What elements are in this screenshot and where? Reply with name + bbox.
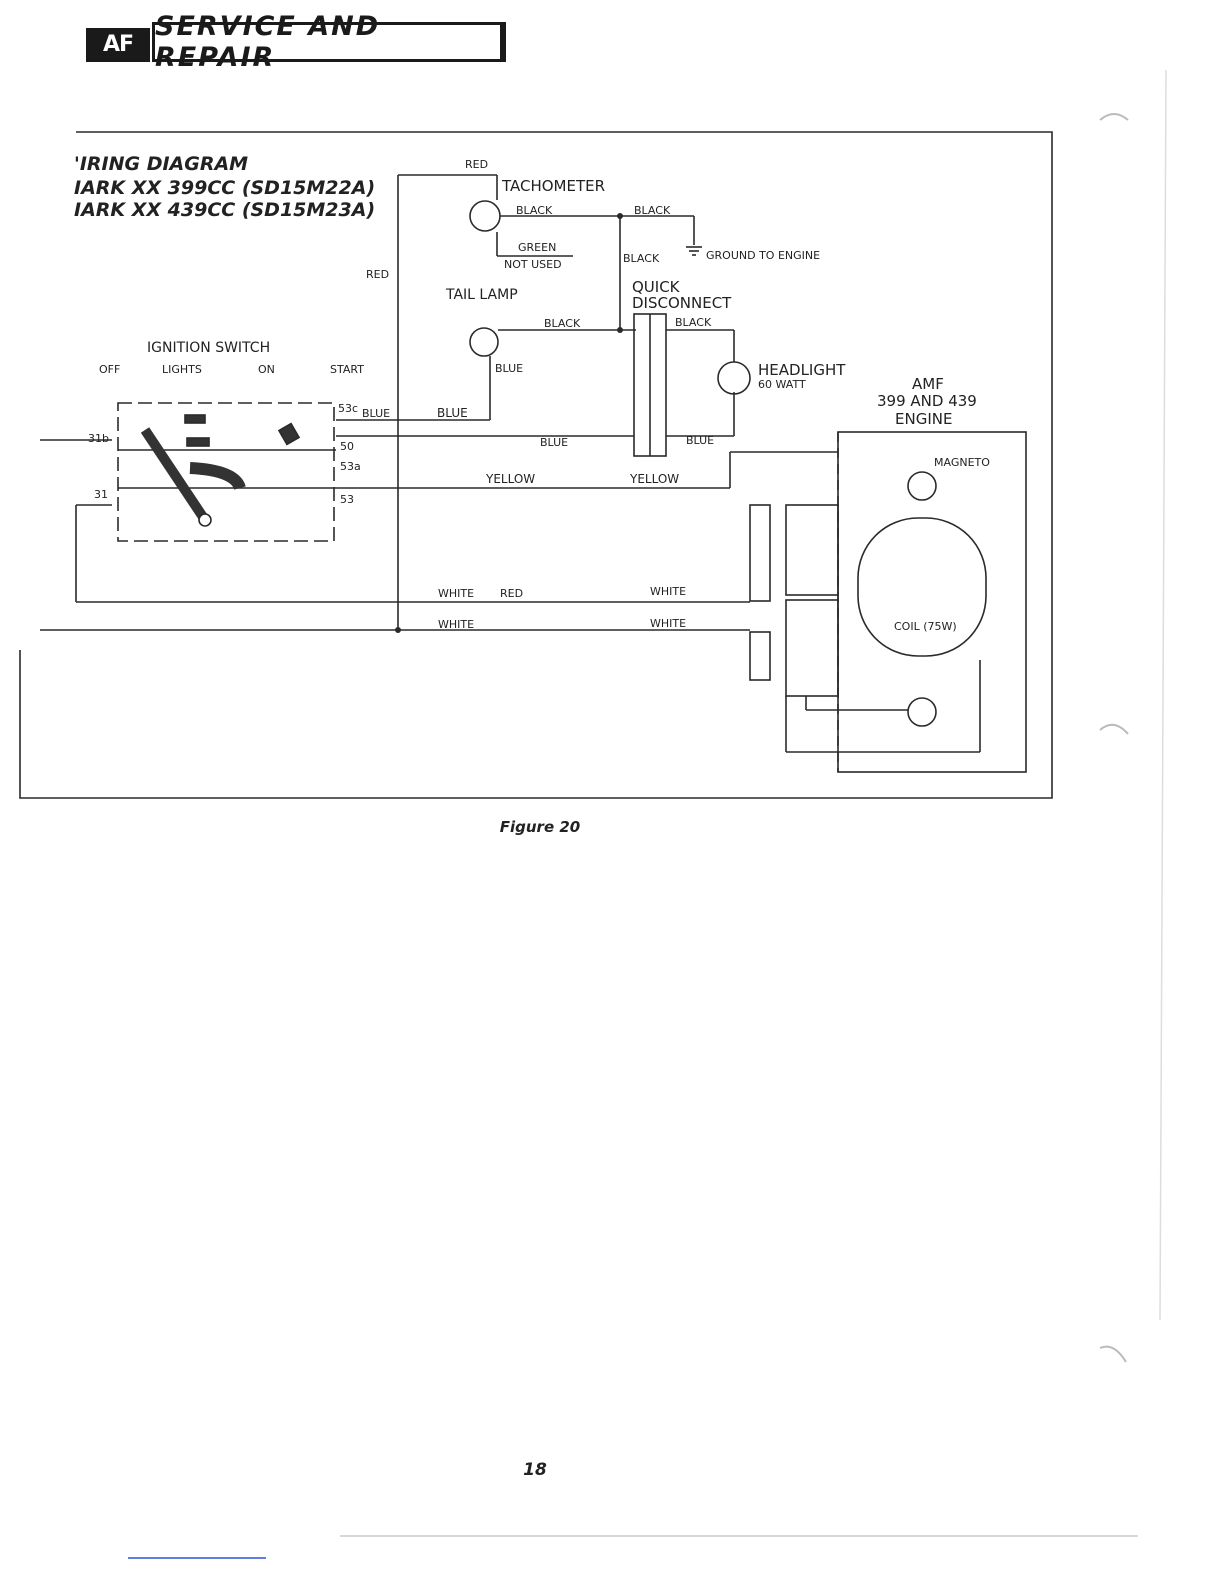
terminal-31: 31 (94, 488, 108, 501)
amf-logo: AF (86, 28, 150, 62)
label-engine-1: AMF (912, 375, 944, 393)
magneto-symbol (857, 517, 987, 657)
wire-label-red-top: RED (465, 158, 488, 171)
wire-label-blue-mid: BLUE (437, 406, 468, 420)
wire-label-black-tach: BLACK (516, 204, 553, 217)
binder-hole-top (1099, 113, 1129, 121)
label-ignition-switch: IGNITION SWITCH (147, 340, 270, 356)
label-tail-lamp: TAIL LAMP (445, 287, 518, 303)
terminal-31b: 31b (88, 432, 109, 445)
figure-caption: Figure 20 (499, 818, 581, 836)
terminal-53c: 53c (338, 402, 358, 415)
switch-pos-start: START (330, 363, 364, 376)
page-number: 18 (523, 1460, 547, 1480)
label-disconnect: DISCONNECT (632, 294, 732, 312)
terminal-50: 50 (340, 440, 354, 453)
terminal-53: 53 (340, 493, 354, 506)
wire-label-black-tail: BLACK (544, 317, 581, 330)
diagram-title-2: IARK XX 399CC (SD15M22A) (74, 177, 375, 199)
wire-label-yellow-1: YELLOW (485, 472, 535, 486)
binder-hole-bottom (1099, 1345, 1127, 1363)
label-ground-to-engine: GROUND TO ENGINE (706, 249, 820, 262)
wire-label-red-side: RED (366, 268, 389, 281)
wire-label-green: GREEN (518, 241, 556, 254)
wire-label-yellow-2: YELLOW (629, 472, 679, 486)
wire-label-blue-tail: BLUE (495, 362, 523, 375)
wire-label-blue-right: BLUE (686, 434, 714, 447)
headlight-symbol (717, 361, 751, 395)
label-tachometer: TACHOMETER (501, 177, 605, 195)
diagram-frame (19, 131, 1053, 799)
label-magneto: MAGNETO (934, 456, 990, 469)
label-coil: COIL (75W) (894, 620, 957, 633)
wire-label-black-vert: BLACK (623, 252, 660, 265)
wire-label-black-head: BLACK (675, 316, 712, 329)
label-engine-2: 399 AND 439 (877, 392, 977, 410)
switch-pos-on: ON (258, 363, 275, 376)
tachometer-symbol (469, 200, 501, 232)
wire-label-white-1: WHITE (650, 585, 686, 598)
label-headlight: HEADLIGHT (758, 361, 846, 379)
ignition-switch-box (117, 402, 335, 542)
wire-label-white-3: WHITE (650, 617, 686, 630)
label-engine-3: ENGINE (895, 410, 952, 428)
wire-label-black-right: BLACK (634, 204, 671, 217)
page-header: AF SERVICE AND REPAIR (86, 11, 512, 73)
binder-hole-mid (1099, 723, 1129, 735)
switch-pos-lights: LIGHTS (162, 363, 202, 376)
label-quick: QUICK (632, 278, 681, 296)
diagram-title-1: 'IRING DIAGRAM (74, 153, 248, 175)
section-title-box: SERVICE AND REPAIR (152, 11, 506, 73)
switch-pos-off: OFF (99, 363, 120, 376)
label-headlight-watt: 60 WATT (758, 378, 806, 391)
tail-lamp-symbol (469, 327, 499, 357)
wire-label-blue-low: BLUE (540, 436, 568, 449)
label-not-used: NOT USED (504, 258, 562, 271)
section-title: SERVICE AND REPAIR (155, 11, 381, 73)
wire-label-white-2: WHITE (438, 618, 474, 631)
terminal-53a: 53a (340, 460, 361, 473)
wire-label-white-red-a: WHITE (438, 587, 474, 600)
diagram-title-3: IARK XX 439CC (SD15M23A) (74, 199, 375, 221)
wire-label-blue-53c: BLUE (362, 407, 390, 420)
wire-label-white-red-b: RED (500, 587, 523, 600)
